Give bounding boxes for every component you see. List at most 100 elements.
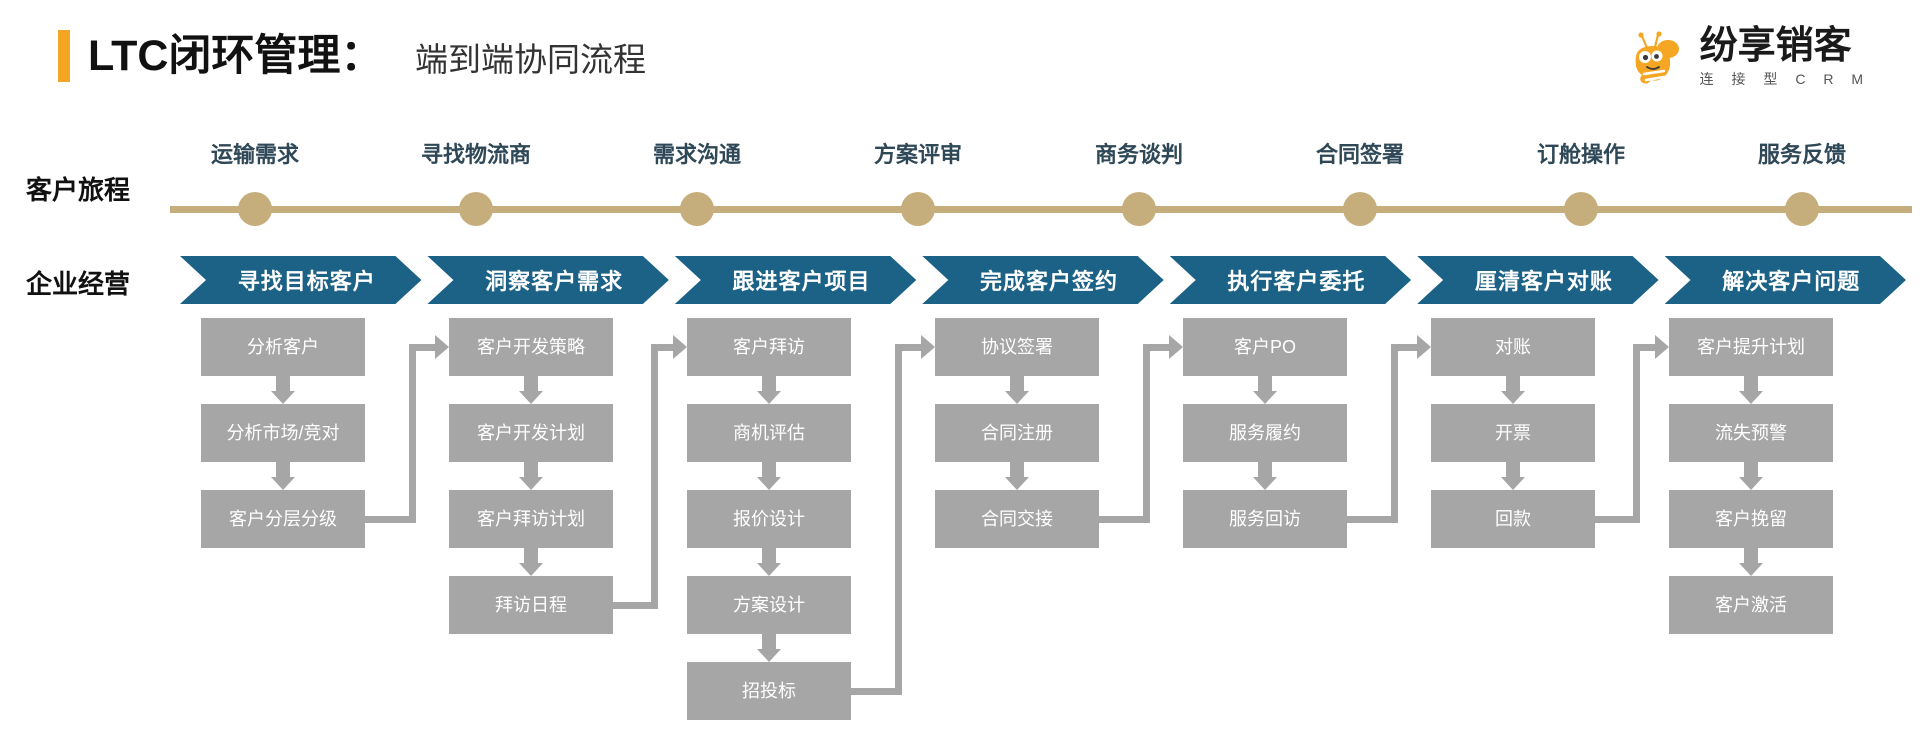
flow-arrow-head-down [1501, 391, 1525, 404]
flow-arrow-head-down [1739, 563, 1763, 576]
flow-arrow-head-down [757, 477, 781, 490]
operation-chevron-label: 完成客户签约 [979, 269, 1118, 294]
journey-stage-dot [459, 192, 493, 226]
flow-step-box[interactable]: 协议签署 [935, 318, 1099, 376]
operation-chevron[interactable]: 洞察客户需求 [427, 256, 668, 304]
flow-step-box[interactable]: 客户提升计划 [1669, 318, 1833, 376]
customer-journey-timeline: 运输需求 寻找物流商 需求沟通 方案评审 商务谈判 合同签署 订舱操作 服务反馈 [0, 140, 1920, 230]
flow-connector-segment [851, 687, 902, 695]
journey-stage-dot [1122, 192, 1156, 226]
flow-arrow-down [524, 462, 538, 477]
journey-stage-dot [1343, 192, 1377, 226]
flow-step-box[interactable]: 客户激活 [1669, 576, 1833, 634]
flow-step-box[interactable]: 客户分层分级 [201, 490, 365, 548]
flow-step-box[interactable]: 客户拜访计划 [449, 490, 613, 548]
flow-step-box[interactable]: 服务回访 [1183, 490, 1347, 548]
flow-arrow-down [1744, 376, 1758, 391]
journey-stage[interactable]: 订舱操作 [1481, 140, 1681, 226]
process-flow-diagram: 分析客户分析市场/竞对客户分层分级 客户开发策略客户开发计划客户拜访计划拜访日程 客… [0, 318, 1920, 738]
flow-connector-segment [1391, 343, 1418, 351]
flow-arrow-down [276, 462, 290, 477]
flow-step-box[interactable]: 分析客户 [201, 318, 365, 376]
operation-chevron-label: 解决客户问题 [1722, 269, 1861, 294]
flow-arrow-down [1010, 376, 1024, 391]
journey-stage[interactable]: 商务谈判 [1039, 140, 1239, 226]
operation-chevron[interactable]: 解决客户问题 [1665, 256, 1906, 304]
flow-step-box[interactable]: 方案设计 [687, 576, 851, 634]
flow-arrow-head-down [757, 563, 781, 576]
journey-stage[interactable]: 需求沟通 [597, 140, 797, 226]
page-title: LTC闭环管理： [88, 32, 384, 80]
flow-arrow-head-down [1253, 391, 1277, 404]
flow-step-box[interactable]: 客户开发计划 [449, 404, 613, 462]
journey-stage-label: 订舱操作 [1536, 142, 1625, 167]
flow-connector-segment [651, 343, 658, 609]
flow-arrow-head-right [673, 335, 687, 359]
flow-step-box[interactable]: 回款 [1431, 490, 1595, 548]
flow-connector-segment [1143, 343, 1150, 523]
journey-stage[interactable]: 服务反馈 [1702, 140, 1902, 226]
flow-step-box[interactable]: 分析市场/竞对 [201, 404, 365, 462]
flow-connector-segment [1347, 515, 1398, 523]
flow-arrow-head-down [1739, 391, 1763, 404]
flow-connector-segment [651, 343, 674, 351]
journey-stage-dot [680, 192, 714, 226]
flow-arrow-down [1010, 462, 1024, 477]
flow-connector-segment [895, 343, 922, 351]
flow-arrow-head-down [1739, 477, 1763, 490]
flow-step-box[interactable]: 客户挽留 [1669, 490, 1833, 548]
flow-step-box[interactable]: 流失预警 [1669, 404, 1833, 462]
flow-step-box[interactable]: 商机评估 [687, 404, 851, 462]
flow-step-box[interactable]: 报价设计 [687, 490, 851, 548]
flow-arrow-down [762, 462, 776, 477]
flow-connector-segment [365, 515, 416, 523]
flow-step-box[interactable]: 对账 [1431, 318, 1595, 376]
journey-stage-label: 服务反馈 [1757, 142, 1846, 167]
operation-chevron[interactable]: 跟进客户项目 [675, 256, 916, 304]
journey-stage[interactable]: 方案评审 [818, 140, 1018, 226]
journey-timeline-line [170, 206, 1912, 213]
journey-stage[interactable]: 寻找物流商 [376, 140, 576, 226]
flow-arrow-head-right [1417, 335, 1431, 359]
operation-chevron[interactable]: 寻找目标客户 [180, 256, 421, 304]
flow-arrow-head-down [1005, 391, 1029, 404]
operation-chevron[interactable]: 执行客户委托 [1170, 256, 1411, 304]
flow-arrow-down [762, 548, 776, 563]
journey-stage-dot [1785, 192, 1819, 226]
flow-step-box[interactable]: 拜访日程 [449, 576, 613, 634]
journey-stage[interactable]: 合同签署 [1260, 140, 1460, 226]
flow-arrow-down [524, 376, 538, 391]
title-accent-bar [58, 30, 70, 82]
operation-chevron[interactable]: 厘清客户对账 [1417, 256, 1658, 304]
operation-chevron[interactable]: 完成客户签约 [922, 256, 1163, 304]
flow-arrow-down [1506, 462, 1520, 477]
flow-step-box[interactable]: 开票 [1431, 404, 1595, 462]
flow-connector-segment [1099, 515, 1150, 523]
flow-connector-segment [613, 601, 658, 609]
flow-arrow-down [762, 376, 776, 391]
journey-stage-label: 合同签署 [1315, 142, 1404, 167]
flow-step-box[interactable]: 招投标 [687, 662, 851, 720]
journey-stage-label: 方案评审 [873, 142, 962, 167]
flow-connector-segment [1633, 343, 1656, 351]
flow-arrow-head-down [519, 563, 543, 576]
flow-connector-segment [409, 343, 436, 351]
operation-chevron-label: 洞察客户需求 [485, 269, 624, 294]
flow-arrow-down [1506, 376, 1520, 391]
journey-stage-label: 商务谈判 [1094, 142, 1183, 167]
logo-tagline: 连 接 型 C R M [1699, 71, 1870, 87]
journey-stage-label: 寻找物流商 [420, 142, 531, 167]
flow-step-box[interactable]: 合同注册 [935, 404, 1099, 462]
page-header: LTC闭环管理： 端到端协同流程 纷享销客 连 接 型 C R M [0, 0, 1920, 105]
flow-arrow-head-down [271, 391, 295, 404]
flow-step-box[interactable]: 合同交接 [935, 490, 1099, 548]
brand-logo: 纷享销客 连 接 型 C R M [1624, 22, 1870, 92]
journey-stage-dot [1564, 192, 1598, 226]
journey-stage[interactable]: 运输需求 [155, 140, 355, 226]
flow-step-box[interactable]: 客户拜访 [687, 318, 851, 376]
flow-step-box[interactable]: 客户PO [1183, 318, 1347, 376]
flow-step-box[interactable]: 服务履约 [1183, 404, 1347, 462]
flow-arrow-down [1258, 376, 1272, 391]
flow-step-box[interactable]: 客户开发策略 [449, 318, 613, 376]
flow-connector-segment [409, 343, 416, 523]
